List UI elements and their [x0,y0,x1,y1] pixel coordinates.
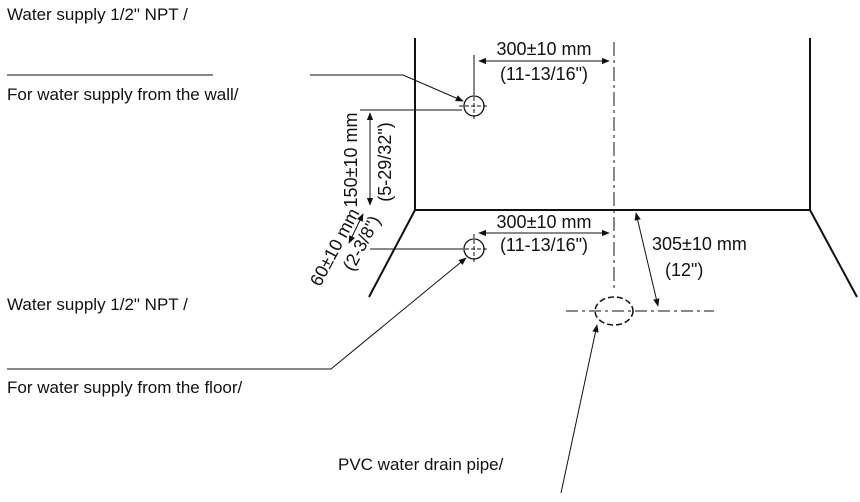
floor-supply-title: Water supply 1/2" NPT / [7,295,188,314]
floor-right-edge [809,209,858,298]
wall-horizontal-in: (11-13/16") [500,64,588,84]
wall-supply-subtitle: For water supply from the wall/ [7,85,239,104]
wall-vertical-mm: 150±10 mm [341,113,361,208]
floor-supply-subtitle: For water supply from the floor/ [7,378,243,397]
drain-label: PVC water drain pipe/ [338,455,504,474]
floor-supply-leader [7,257,467,370]
drain-dimension: 305±10 mm (12") [630,209,747,307]
wall-horizontal-dimension: 300±10 mm (11-13/16") [473,39,610,93]
floor-horizontal-dimension: 300±10 mm (11-13/16") [478,212,610,255]
room-outline [368,38,858,298]
drain-in: (12") [665,260,703,280]
floor-horizontal-mm: 300±10 mm [497,212,592,232]
drain-mm: 305±10 mm [652,234,747,254]
drain-leader [560,324,599,494]
floor-left-edge [368,209,416,298]
wall-vertical-dimension: 150±10 mm (5-29/32") [341,109,462,208]
wall-supply-leader [7,74,464,102]
floor-supply-outlet-icon [459,234,489,264]
wall-horizontal-mm: 300±10 mm [497,39,592,59]
wall-vertical-in: (5-29/32") [375,122,395,201]
floor-horizontal-in: (11-13/16") [500,235,588,255]
wall-supply-outlet-icon [459,91,489,121]
wall-supply-title: Water supply 1/2" NPT / [7,5,188,24]
floor-depth-dimension: 60±10 mm (2-3/8") [306,205,462,289]
drain-pipe-icon [566,296,714,326]
